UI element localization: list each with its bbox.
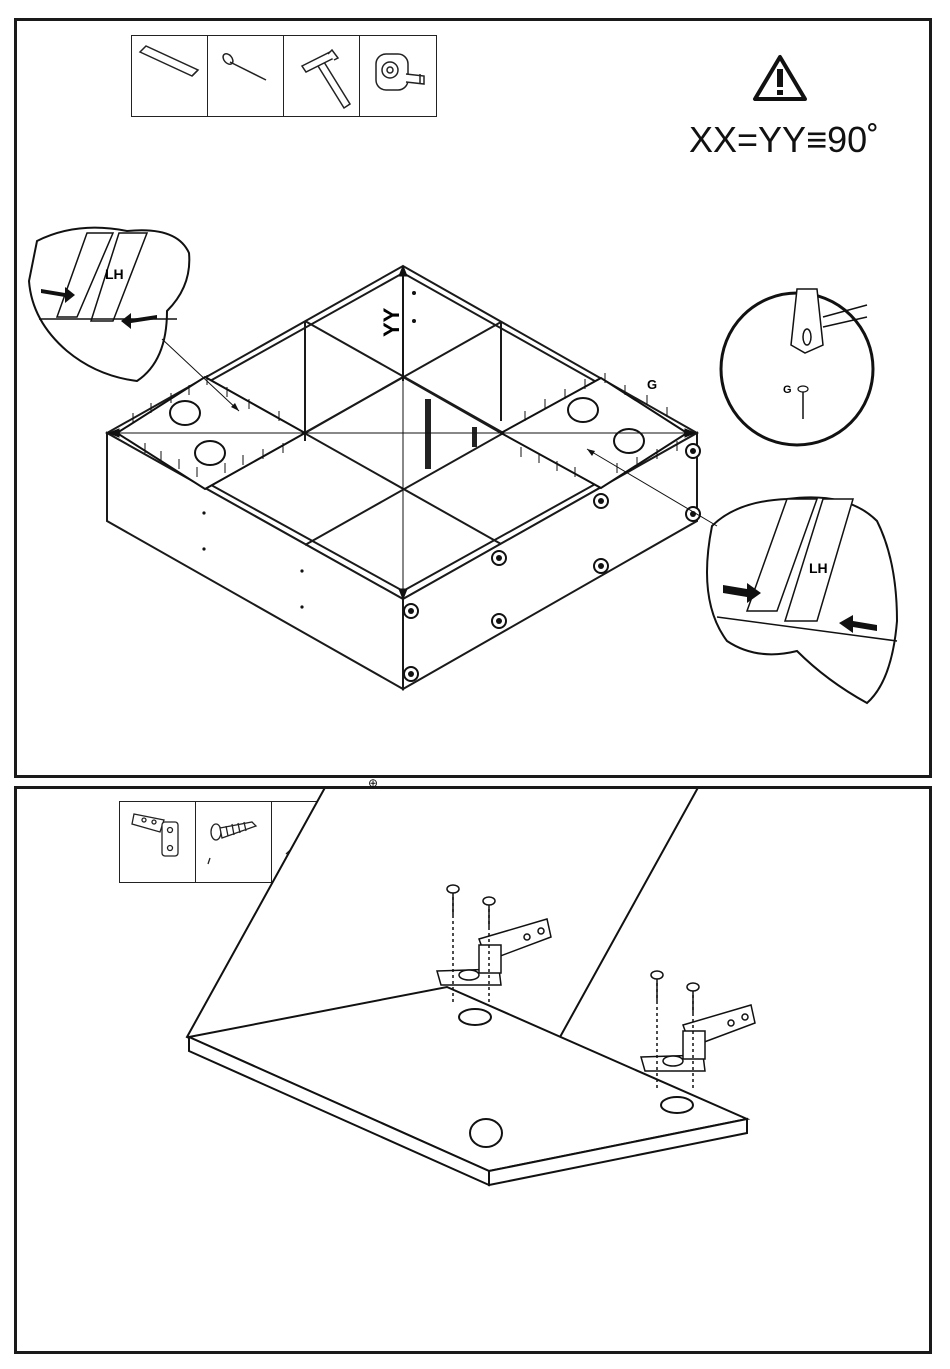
phillips-symbol: ⊕ xyxy=(368,776,378,790)
hole-right-back xyxy=(568,398,598,422)
warning-triangle-icon xyxy=(755,57,805,99)
nail-label-g: G xyxy=(647,377,657,392)
hinge-right xyxy=(641,971,755,1089)
hole-left-back xyxy=(170,401,200,425)
yy-axis-label: YY xyxy=(379,307,404,337)
hammer-nail-label: G xyxy=(783,384,792,396)
lh-label-left: LH xyxy=(105,266,124,282)
door-center-hole xyxy=(470,1119,502,1147)
hinge-cup-hole-left xyxy=(459,1009,491,1025)
hammer-detail-circle xyxy=(721,289,873,445)
step-2-drawing xyxy=(17,789,929,1351)
lh-label-right: LH xyxy=(809,560,828,576)
hole-left-front xyxy=(195,441,225,465)
step-1-panel: YY xyxy=(14,18,932,778)
step-2-panel: ⊕ xyxy=(14,786,932,1354)
rail-left xyxy=(425,399,431,469)
alignment-formula: XX=YY≡90˚ xyxy=(689,119,879,161)
rail-right xyxy=(472,427,477,447)
hinge-cup-hole-right xyxy=(661,1097,693,1113)
